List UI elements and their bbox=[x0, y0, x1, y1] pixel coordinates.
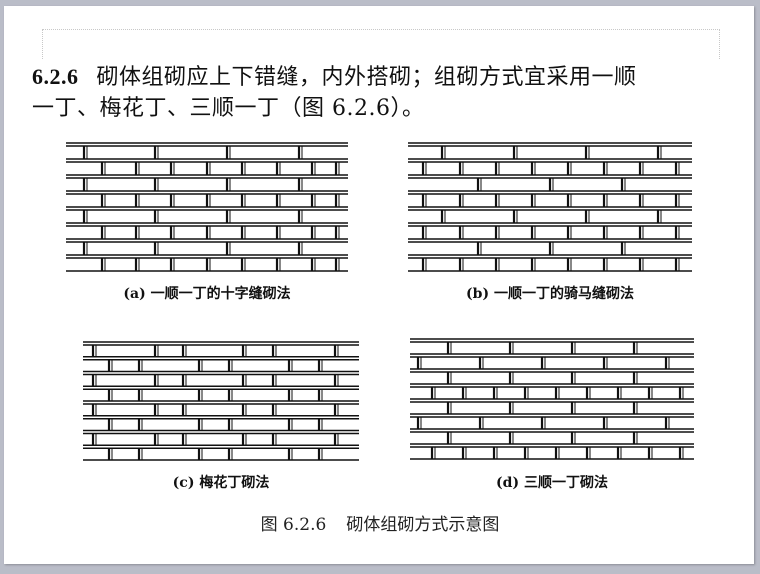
slide: 6.2.6 砌体组砌应上下错缝，内外搭砌；组砌方式宜采用一顺 一丁、梅花丁、三顺一… bbox=[4, 6, 754, 564]
panel-a-caption: (a) 一顺一丁的十字缝砌法 bbox=[123, 286, 291, 302]
brick-wall-icon bbox=[66, 142, 348, 272]
panel-d-caption: (d) 三顺一丁砌法 bbox=[496, 475, 608, 491]
figure-number: 图 6.2.6 bbox=[260, 515, 327, 535]
brick-wall-icon bbox=[410, 338, 694, 460]
figure-panel-a bbox=[66, 142, 348, 273]
body-paragraph: 6.2.6 砌体组砌应上下错缝，内外搭砌；组砌方式宜采用一顺 一丁、梅花丁、三顺一… bbox=[32, 61, 752, 124]
paragraph-text-1: 砌体组砌应上下错缝，内外搭砌；组砌方式宜采用一顺 bbox=[96, 65, 637, 90]
figure-caption: 图 6.2.6 砌体组砌方式示意图 bbox=[0, 510, 760, 535]
figure-panel-b bbox=[408, 142, 692, 273]
figure-panel-c bbox=[83, 341, 359, 462]
paragraph-line-1: 6.2.6 砌体组砌应上下错缝，内外搭砌；组砌方式宜采用一顺 bbox=[32, 61, 752, 93]
title-placeholder[interactable] bbox=[42, 29, 720, 59]
paragraph-line-2: 一丁、梅花丁、三顺一丁（图 6.2.6）。 bbox=[32, 96, 425, 121]
brick-wall-icon bbox=[408, 142, 692, 272]
clause-number: 6.2.6 bbox=[32, 64, 79, 89]
panel-b-caption: (b) 一顺一丁的骑马缝砌法 bbox=[466, 286, 634, 302]
figure-title: 砌体组砌方式示意图 bbox=[346, 515, 500, 535]
brick-wall-icon bbox=[83, 341, 359, 461]
figure-panel-d bbox=[410, 338, 694, 461]
panel-c-caption: (c) 梅花丁砌法 bbox=[172, 475, 270, 491]
